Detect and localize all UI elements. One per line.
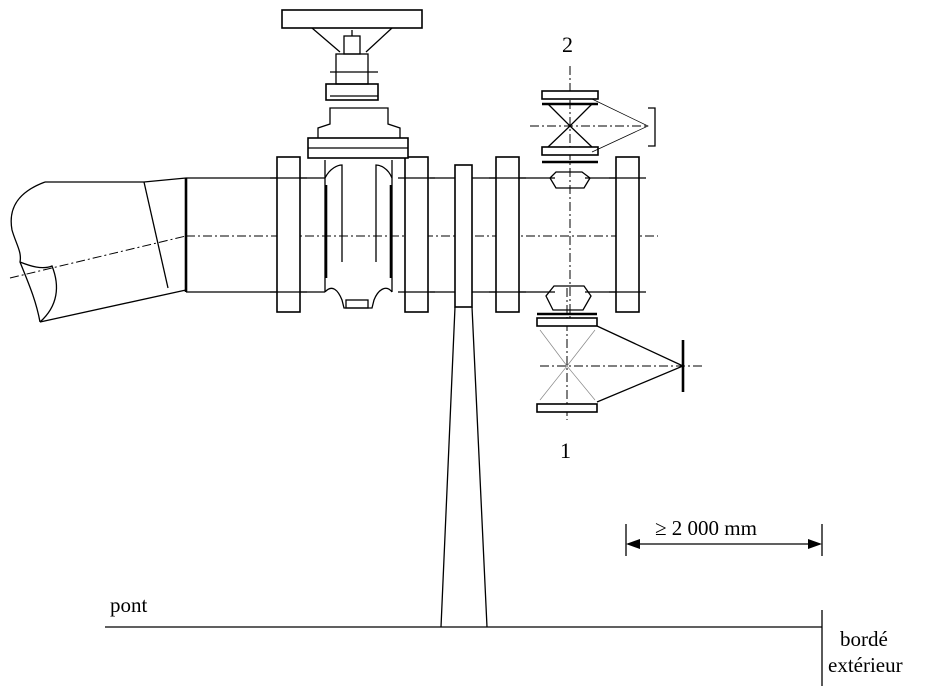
deck-label: pont (110, 593, 148, 617)
lower-connection (536, 285, 702, 420)
flange-3 (489, 156, 526, 313)
flange-1 (270, 156, 307, 313)
hull-label-line1: bordé (840, 627, 888, 651)
upper-connection (530, 66, 656, 320)
hull-label-line2: extérieur (828, 653, 903, 677)
dimension-arrow (625, 524, 823, 556)
curved-pipe-section (9, 177, 188, 323)
connection-label-upper: 2 (562, 32, 573, 57)
flange-2 (398, 156, 435, 313)
pipe-support-pillar (440, 164, 488, 628)
connection-label-lower: 1 (560, 438, 571, 463)
dimension-label: ≥ 2 000 mm (655, 516, 757, 540)
gate-valve (281, 9, 423, 309)
flange-4 (609, 156, 646, 313)
